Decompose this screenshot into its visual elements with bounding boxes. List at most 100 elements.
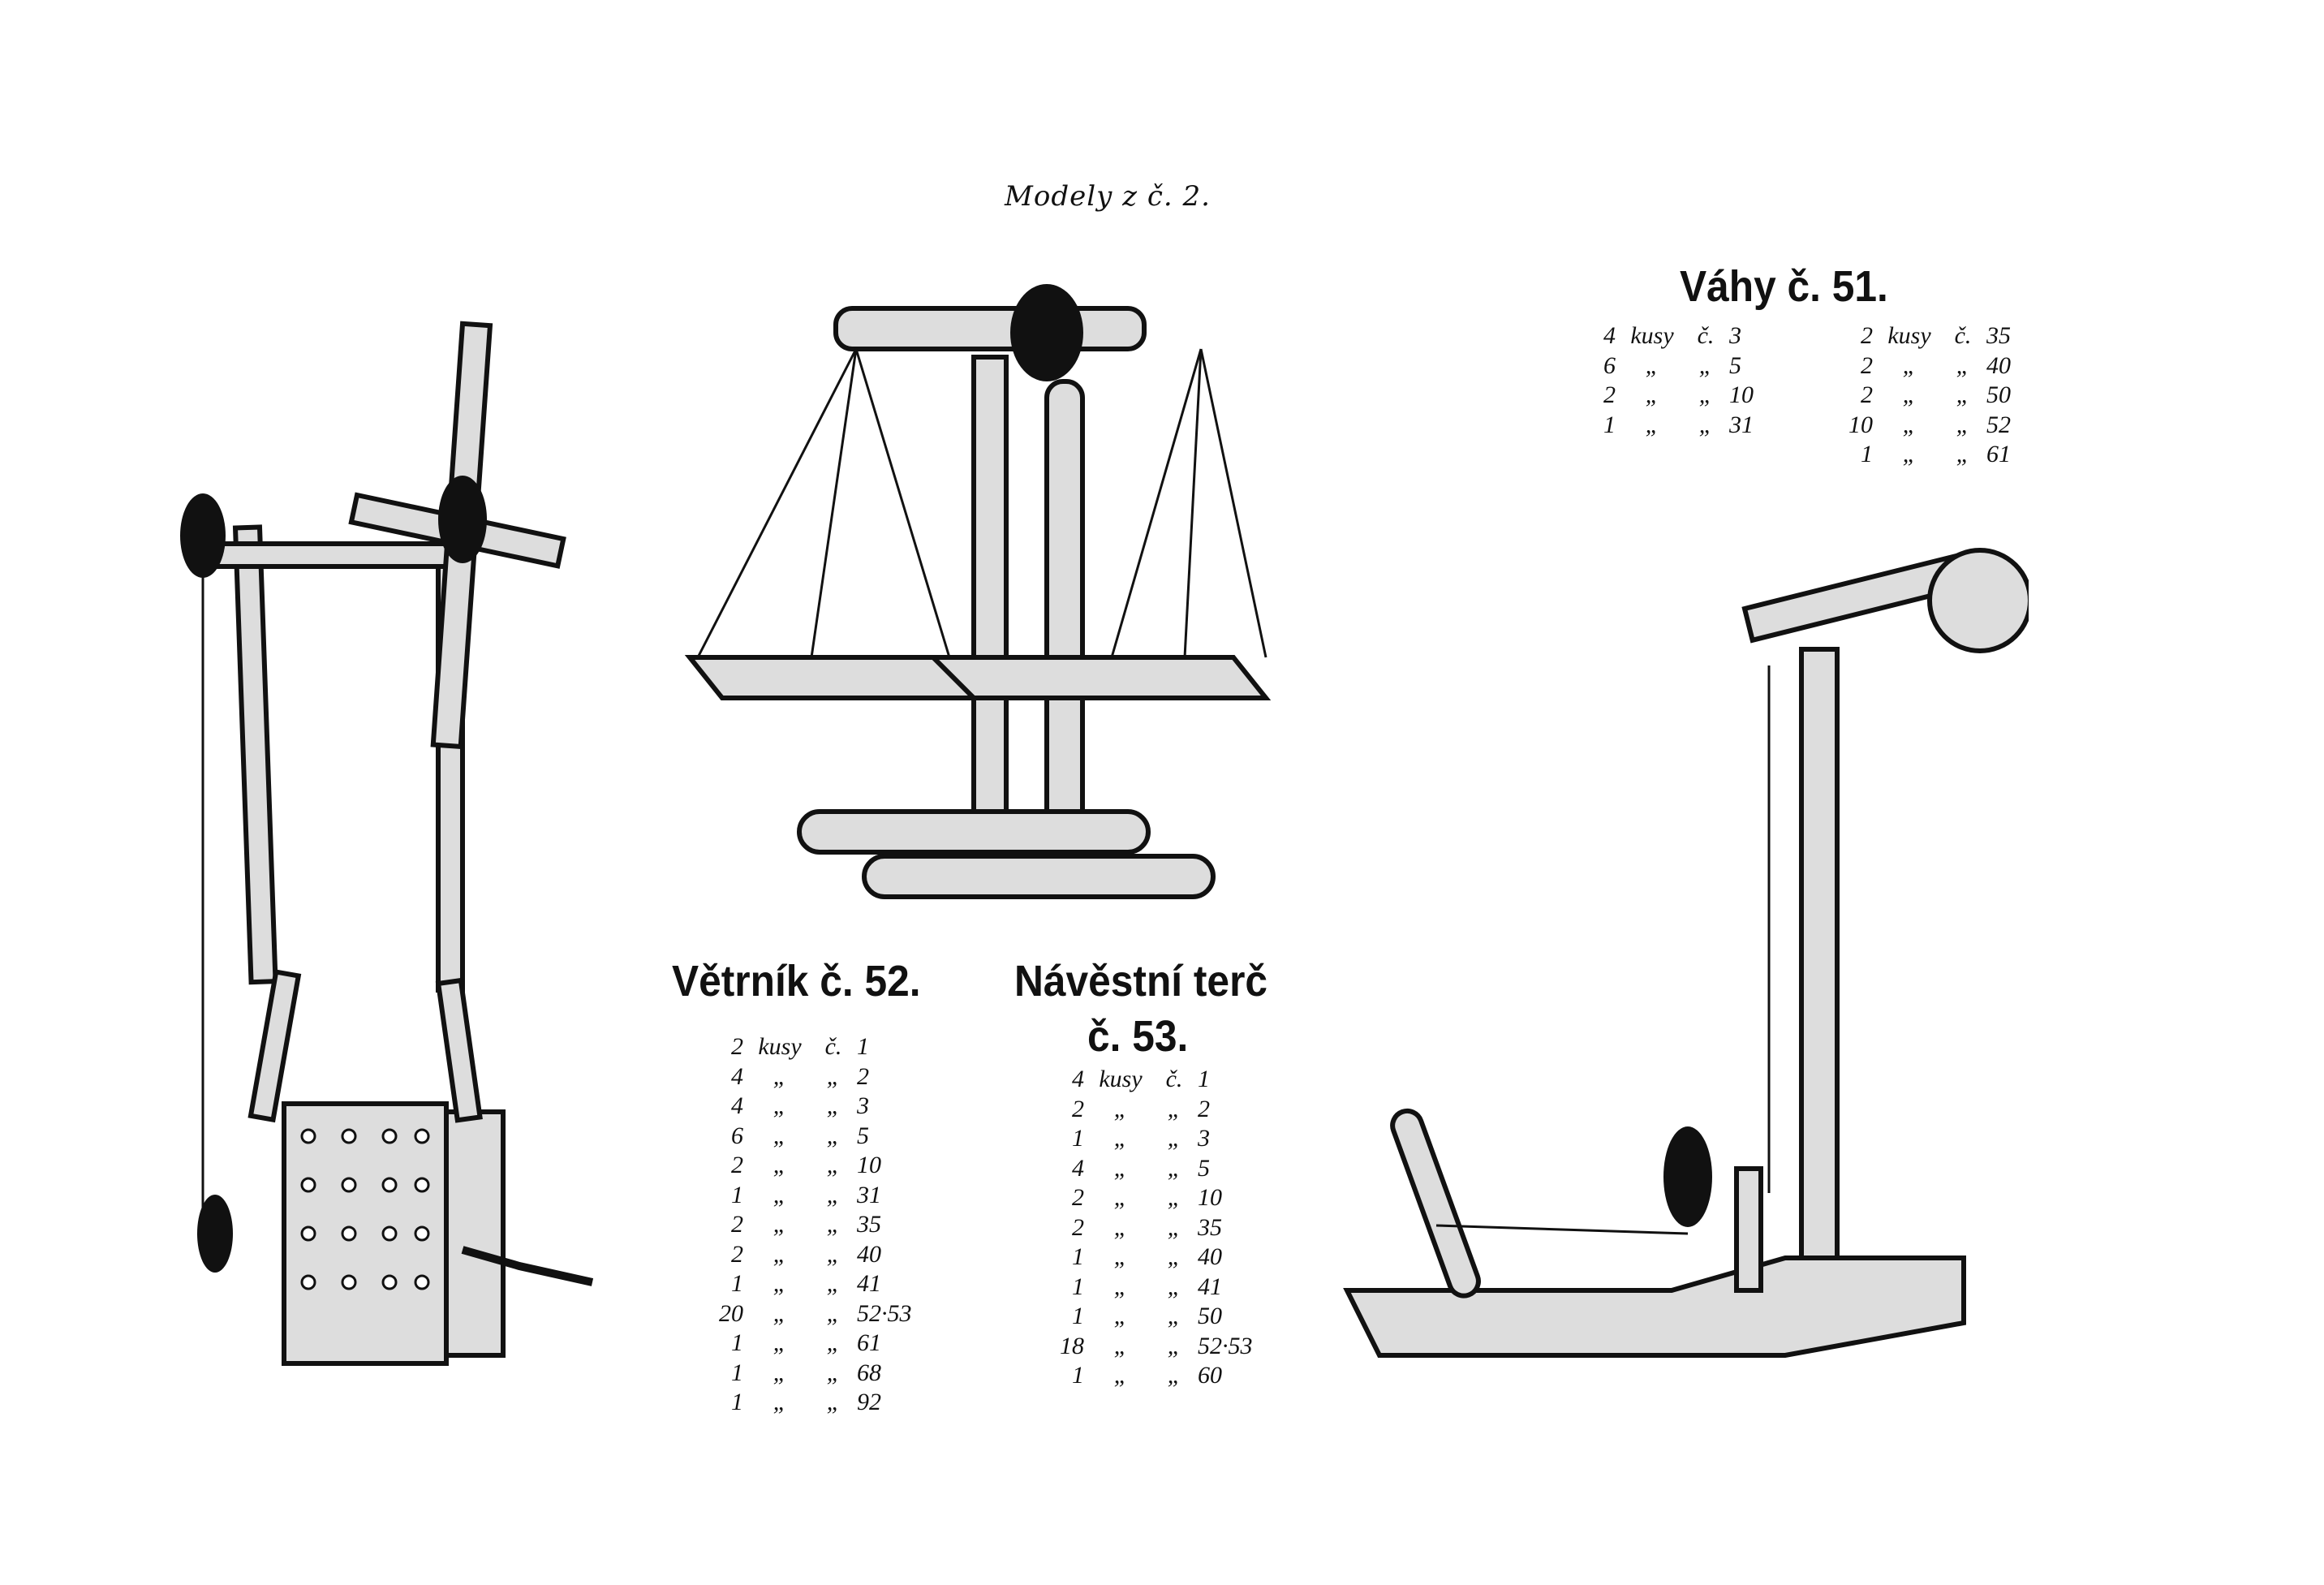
part-part: 52·53 bbox=[1198, 1332, 1253, 1359]
vetrnik-title: Větrník č. 52. bbox=[672, 957, 921, 1006]
part-no: č. bbox=[1954, 322, 1972, 349]
part-no: „ bbox=[1956, 351, 1970, 379]
parts-list-row: 2„„10 bbox=[1578, 381, 1802, 411]
part-no: č. bbox=[824, 1033, 842, 1060]
part-no: „ bbox=[1167, 1332, 1181, 1359]
part-qty: 2 bbox=[1603, 381, 1616, 408]
part-qty: 4 bbox=[1603, 322, 1616, 349]
part-qty: 1 bbox=[731, 1329, 743, 1356]
part-part: 2 bbox=[1198, 1095, 1210, 1122]
part-qty: 1 bbox=[1072, 1362, 1084, 1389]
part-qty: 1 bbox=[1072, 1243, 1084, 1270]
part-no: „ bbox=[826, 1211, 841, 1238]
part-qty: 2 bbox=[1861, 322, 1873, 349]
parts-list-row: 6„„5 bbox=[1578, 351, 1802, 381]
part-part: 31 bbox=[857, 1181, 881, 1208]
part-unit: „ bbox=[1902, 351, 1917, 379]
part-qty: 20 bbox=[719, 1299, 743, 1327]
part-unit: „ bbox=[773, 1181, 787, 1208]
part-unit: „ bbox=[1902, 411, 1917, 438]
part-unit: „ bbox=[1113, 1362, 1128, 1389]
part-no: „ bbox=[1167, 1184, 1181, 1211]
parts-list-row: 1„„60 bbox=[1047, 1361, 1271, 1391]
part-qty: 1 bbox=[1072, 1303, 1084, 1329]
part-unit: kusy bbox=[1099, 1066, 1143, 1092]
part-qty: 2 bbox=[1861, 351, 1873, 379]
part-qty: 1 bbox=[1603, 411, 1616, 438]
part-no: „ bbox=[1167, 1125, 1181, 1152]
part-unit: „ bbox=[773, 1299, 787, 1327]
part-no: „ bbox=[1956, 441, 1970, 467]
parts-list-row: 1„„61 bbox=[706, 1329, 930, 1359]
part-unit: „ bbox=[1645, 381, 1659, 408]
part-no: „ bbox=[1167, 1273, 1181, 1300]
parts-list-row: 1„„41 bbox=[706, 1269, 930, 1299]
part-no: „ bbox=[1167, 1303, 1181, 1329]
part-qty: 1 bbox=[1861, 441, 1873, 467]
part-no: „ bbox=[1167, 1243, 1181, 1270]
part-unit: „ bbox=[1113, 1184, 1128, 1211]
scales-illustration bbox=[684, 284, 1272, 899]
part-unit: „ bbox=[1113, 1154, 1128, 1182]
part-part: 3 bbox=[857, 1092, 869, 1119]
part-qty: 10 bbox=[1848, 411, 1873, 438]
parts-list-row: 2„„40 bbox=[706, 1240, 930, 1270]
parts-list-row: 4„„3 bbox=[706, 1092, 930, 1122]
part-part: 61 bbox=[1986, 441, 2011, 467]
navestni-title-line1: Návěstní terč bbox=[1014, 957, 1268, 1006]
part-no: „ bbox=[1167, 1213, 1181, 1241]
part-part: 3 bbox=[1198, 1125, 1210, 1152]
part-unit: „ bbox=[1113, 1125, 1128, 1152]
parts-list-row: 4„„5 bbox=[1047, 1154, 1271, 1184]
part-qty: 2 bbox=[731, 1211, 743, 1238]
part-qty: 1 bbox=[1072, 1273, 1084, 1300]
part-no: „ bbox=[826, 1062, 841, 1090]
parts-list-row: 1„„92 bbox=[706, 1388, 930, 1418]
parts-list-row: 2„„35 bbox=[706, 1210, 930, 1240]
part-part: 52 bbox=[1986, 411, 2011, 438]
part-unit: „ bbox=[773, 1329, 787, 1356]
part-qty: 2 bbox=[731, 1152, 743, 1178]
part-unit: „ bbox=[1113, 1303, 1128, 1329]
part-qty: 1 bbox=[731, 1181, 743, 1208]
part-no: „ bbox=[1167, 1154, 1181, 1182]
part-part: 10 bbox=[857, 1152, 881, 1178]
part-unit: „ bbox=[1113, 1095, 1128, 1122]
part-part: 92 bbox=[857, 1389, 881, 1415]
part-no: „ bbox=[826, 1152, 841, 1178]
part-no: „ bbox=[826, 1270, 841, 1297]
part-unit: „ bbox=[773, 1062, 787, 1090]
parts-list-row: 18 „ „ 52·53 bbox=[1047, 1332, 1271, 1362]
part-unit: „ bbox=[773, 1122, 787, 1149]
parts-list-row: 1„„3 bbox=[1047, 1124, 1271, 1154]
part-unit: „ bbox=[773, 1270, 787, 1297]
part-part: 35 bbox=[857, 1211, 881, 1238]
windmill-illustration bbox=[180, 321, 594, 1366]
part-part: 1 bbox=[1198, 1066, 1210, 1092]
part-no: „ bbox=[1698, 381, 1713, 408]
parts-list-row: 1„„40 bbox=[1047, 1243, 1271, 1273]
vahy-title: Váhy č. 51. bbox=[1680, 262, 1888, 311]
part-part: 40 bbox=[1986, 351, 2011, 379]
part-part: 40 bbox=[857, 1240, 881, 1268]
part-part: 5 bbox=[1198, 1154, 1210, 1182]
part-part: 61 bbox=[857, 1329, 881, 1356]
part-part: 50 bbox=[1198, 1303, 1222, 1329]
part-unit: „ bbox=[1113, 1332, 1128, 1359]
part-unit: „ bbox=[1113, 1243, 1128, 1270]
parts-list-row: 1„„61 bbox=[1836, 440, 2059, 470]
parts-list-row: 1„„31 bbox=[706, 1181, 930, 1211]
part-part: 41 bbox=[857, 1270, 881, 1297]
part-qty: 18 bbox=[1060, 1332, 1084, 1359]
part-qty: 2 bbox=[1072, 1184, 1084, 1211]
part-no: „ bbox=[1167, 1095, 1181, 1122]
part-no: „ bbox=[1698, 411, 1713, 438]
part-no: „ bbox=[1956, 411, 1970, 438]
part-unit: „ bbox=[1113, 1213, 1128, 1241]
